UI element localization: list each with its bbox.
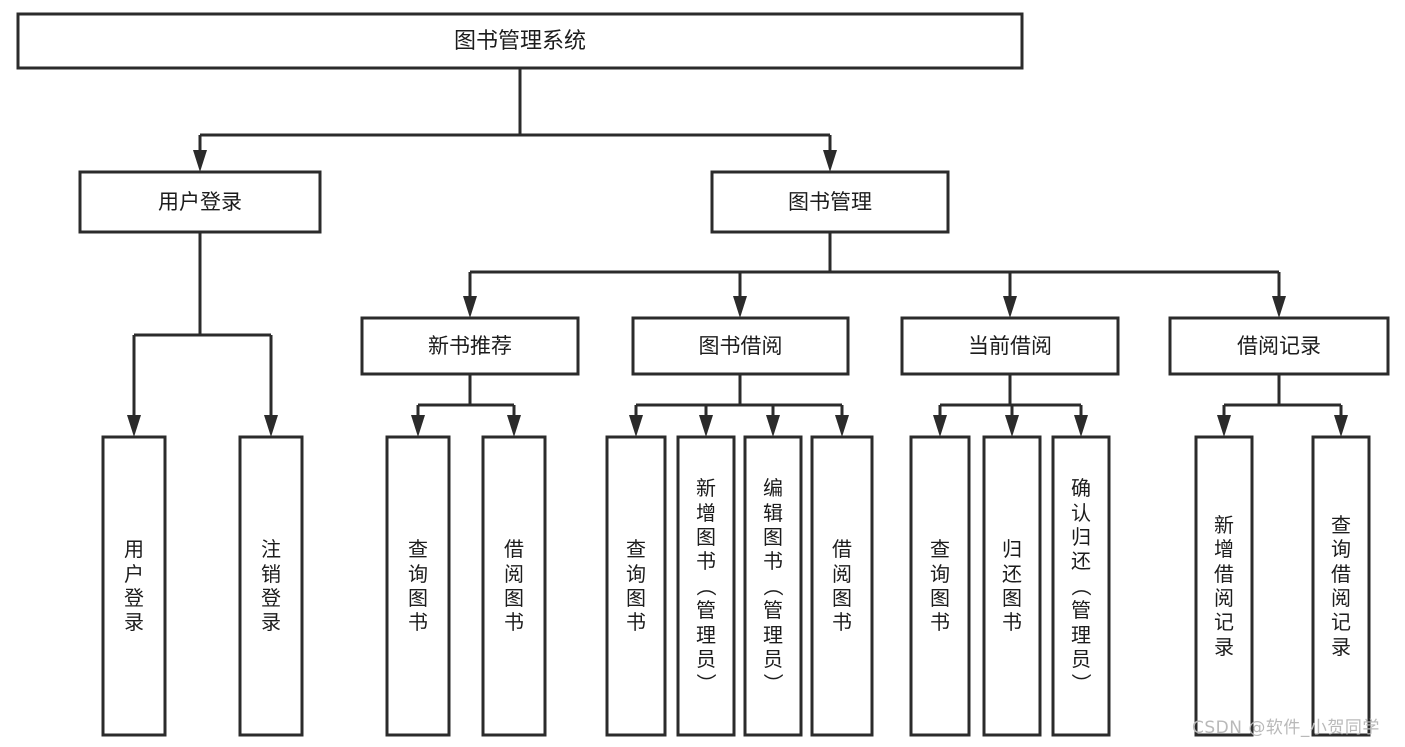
node-box-current-borrow[interactable] bbox=[900, 316, 1120, 376]
arrow-leafgroup-1-3 bbox=[835, 415, 849, 437]
node-label-book-borrow: 图书借阅 bbox=[699, 334, 783, 358]
arrow-leafgroup-2-2 bbox=[1074, 415, 1088, 437]
node-box-leaf-confirm-return-admin[interactable] bbox=[1051, 435, 1111, 737]
node-label-user-login: 用户登录 bbox=[158, 190, 242, 214]
arrow-leafgroup-3-0 bbox=[1217, 415, 1231, 437]
arrow-book-mgmt-to-level3-0 bbox=[463, 296, 477, 318]
arrow-book-mgmt-to-level3-1 bbox=[733, 296, 747, 318]
node-box-leaf-borrow-book-recommend[interactable] bbox=[481, 435, 547, 737]
node-box-book-borrow[interactable] bbox=[631, 316, 850, 376]
node-box-borrow-record[interactable] bbox=[1168, 316, 1390, 376]
node-label-new-book-recommend: 新书推荐 bbox=[428, 334, 512, 358]
node-box-book-management[interactable] bbox=[710, 170, 950, 234]
arrow-leafgroup-2-1 bbox=[1005, 415, 1019, 437]
node-box-leaf-query-book-recommend[interactable] bbox=[385, 435, 451, 737]
node-box-leaf-borrow-book[interactable] bbox=[810, 435, 874, 737]
node-label-borrow-record: 借阅记录 bbox=[1237, 334, 1321, 358]
arrow-leafgroup-2-0 bbox=[933, 415, 947, 437]
node-box-leaf-query-book-current[interactable] bbox=[909, 435, 971, 737]
node-box-root[interactable] bbox=[16, 12, 1024, 70]
arrow-book-mgmt-to-level3-2 bbox=[1003, 296, 1017, 318]
arrow-book-mgmt-to-level3-3 bbox=[1272, 296, 1286, 318]
arrow-leafgroup-3-1 bbox=[1334, 415, 1348, 437]
arrow-leafgroup-1-0 bbox=[629, 415, 643, 437]
arrow-leafgroup-1-2 bbox=[766, 415, 780, 437]
node-box-leaf-add-book-admin[interactable] bbox=[676, 435, 736, 737]
arrow-user-login-to-leaf-0 bbox=[127, 415, 141, 437]
node-box-leaf-return-book[interactable] bbox=[982, 435, 1042, 737]
node-box-leaf-query-book-borrow[interactable] bbox=[605, 435, 667, 737]
connectors-layer bbox=[127, 68, 1348, 437]
arrow-leafgroup-0-1 bbox=[507, 415, 521, 437]
arrow-user-login-to-leaf-1 bbox=[264, 415, 278, 437]
node-box-user-login[interactable] bbox=[78, 170, 322, 234]
boxes-layer bbox=[16, 12, 1390, 737]
node-box-leaf-edit-book-admin[interactable] bbox=[743, 435, 803, 737]
arrow-leafgroup-1-1 bbox=[699, 415, 713, 437]
node-box-leaf-logout[interactable] bbox=[238, 435, 304, 737]
node-label-book-management: 图书管理 bbox=[788, 190, 872, 214]
node-label-current-borrow: 当前借阅 bbox=[968, 334, 1052, 358]
arrow-root-to-level2-1 bbox=[823, 150, 837, 172]
node-box-new-book-recommend[interactable] bbox=[360, 316, 580, 376]
arrow-leafgroup-0-0 bbox=[411, 415, 425, 437]
node-label-root: 图书管理系统 bbox=[454, 29, 586, 54]
node-box-leaf-add-borrow-record[interactable] bbox=[1194, 435, 1254, 737]
node-box-leaf-query-borrow-record[interactable] bbox=[1311, 435, 1371, 737]
arrow-root-to-level2-0 bbox=[193, 150, 207, 172]
node-box-leaf-user-login[interactable] bbox=[101, 435, 167, 737]
